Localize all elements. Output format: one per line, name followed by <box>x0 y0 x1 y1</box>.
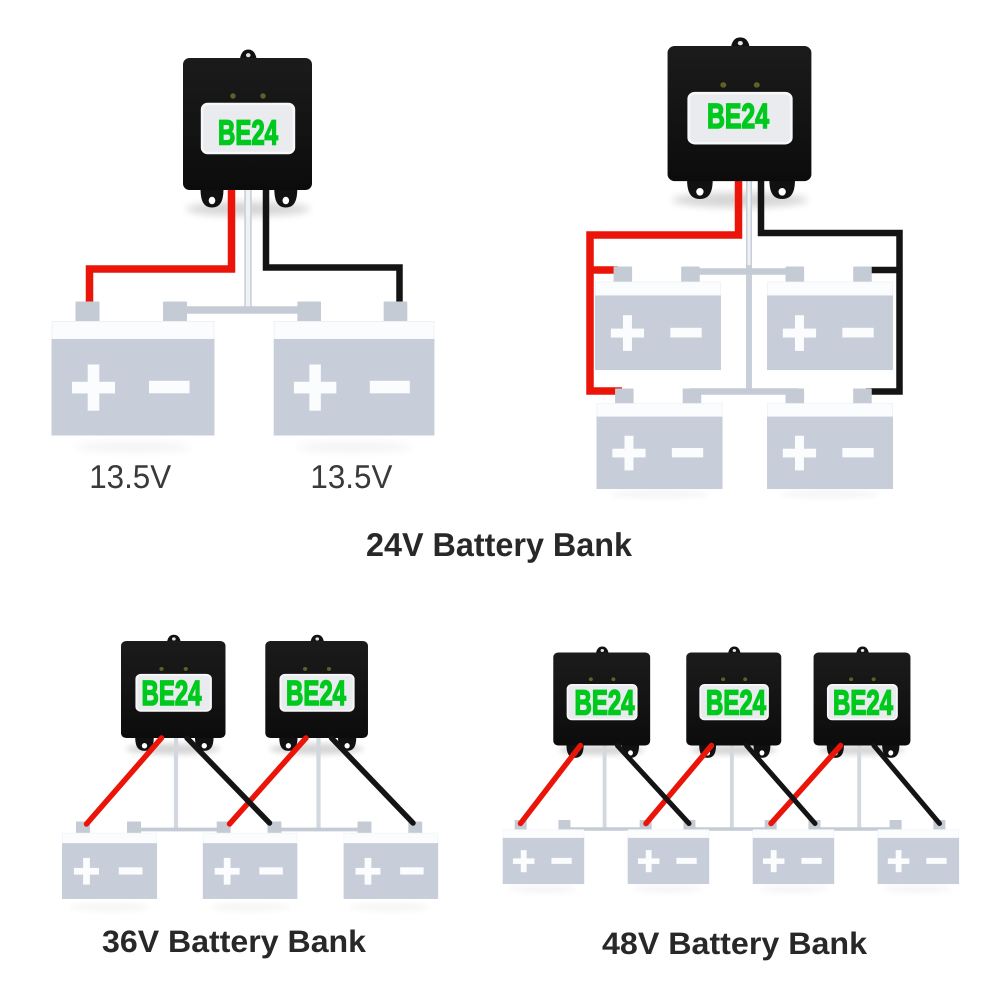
svg-text:BE24: BE24 <box>706 684 766 723</box>
svg-text:36V Battery Bank: 36V Battery Bank <box>102 924 367 959</box>
svg-text:13.5V: 13.5V <box>310 458 392 495</box>
svg-text:BE24: BE24 <box>833 684 893 723</box>
svg-text:BE24: BE24 <box>218 114 278 153</box>
svg-text:BE24: BE24 <box>575 684 635 723</box>
svg-text:BE24: BE24 <box>286 674 346 713</box>
svg-text:BE24: BE24 <box>142 674 202 713</box>
svg-text:48V Battery Bank: 48V Battery Bank <box>602 926 868 961</box>
svg-text:13.5V: 13.5V <box>89 458 171 495</box>
svg-text:BE24: BE24 <box>707 97 769 136</box>
svg-text:24V Battery Bank: 24V Battery Bank <box>366 526 633 563</box>
